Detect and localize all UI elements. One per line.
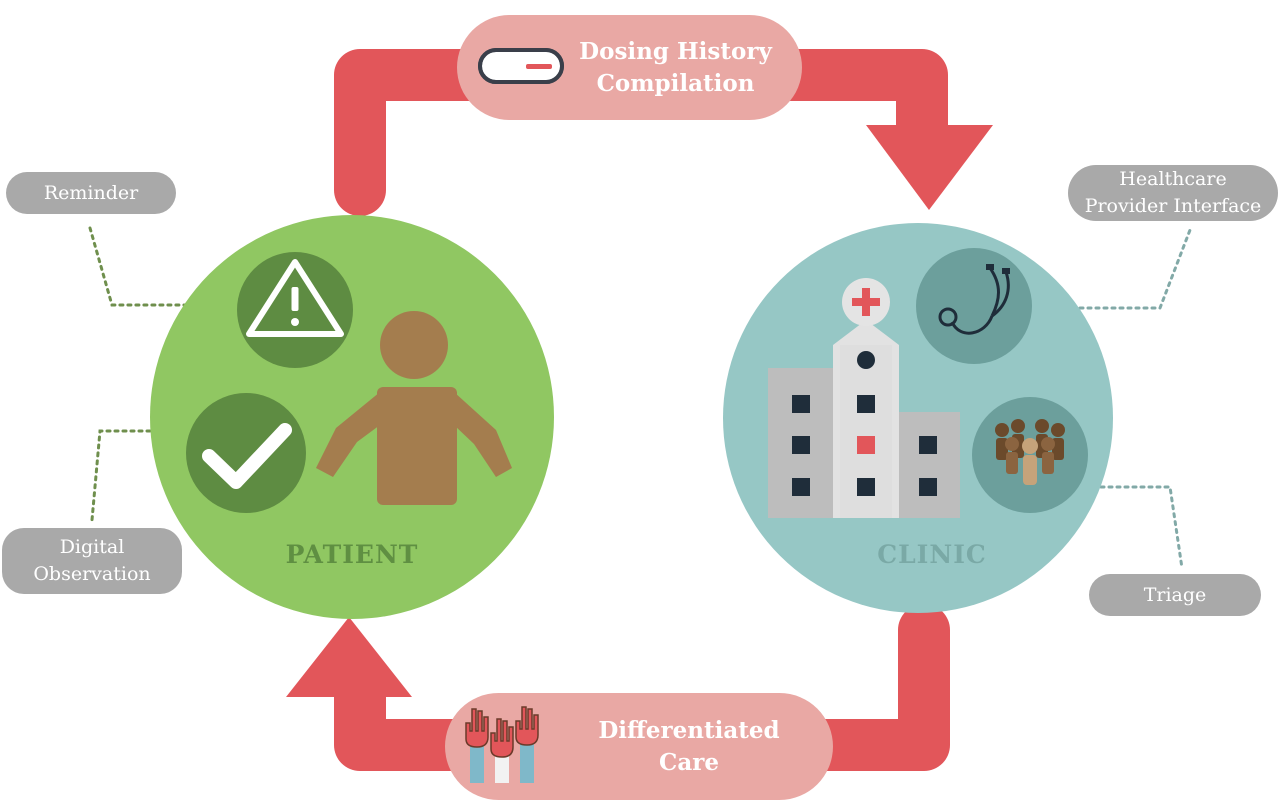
- raised-hands-icon: [465, 706, 539, 783]
- reminder-label: Reminder: [6, 172, 176, 214]
- person-icon: [316, 311, 512, 505]
- checkmark-icon: [186, 393, 306, 513]
- provider-interface-label: Healthcare Provider Interface: [1068, 165, 1278, 221]
- warning-triangle-icon: [237, 252, 353, 368]
- hospital-building-icon: [768, 278, 960, 518]
- stethoscope-icon: [916, 248, 1032, 364]
- clinic-title: CLINIC: [877, 540, 987, 569]
- dosing-history-label: Dosing History Compilation: [579, 37, 772, 97]
- differentiated-care-pill: Differentiated Care: [445, 693, 833, 800]
- differentiated-care-label: Differentiated Care: [598, 716, 780, 776]
- pill-capsule-overlay: [478, 48, 564, 84]
- triage-label: Triage: [1089, 574, 1261, 616]
- crowd-icon: [972, 397, 1088, 513]
- patient-title: PATIENT: [285, 540, 419, 569]
- digital-observation-label: Digital Observation: [2, 528, 182, 594]
